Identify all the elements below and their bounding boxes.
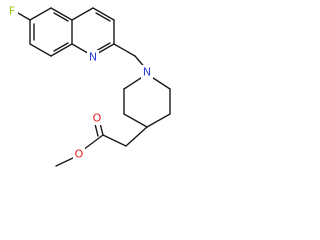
bond [50, 43, 73, 57]
piperidine-ring [123, 73, 171, 128]
benzene-ring [29, 7, 73, 57]
carbonyl-oxygen-label: O [93, 112, 102, 125]
bond [71, 7, 94, 21]
fluorine-atom-label: F [9, 5, 15, 18]
piperidine-nitrogen-label: N [143, 66, 151, 79]
side-chain-bond [102, 134, 127, 147]
bond [123, 113, 148, 128]
label-knockout [91, 111, 103, 125]
bond [146, 113, 171, 128]
bond [50, 7, 73, 21]
double-bond-inner [95, 12, 111, 22]
pyridine-ring [71, 7, 115, 57]
label-knockout [6, 4, 18, 18]
bond [29, 7, 52, 21]
carbonyl-bond [94, 123, 99, 137]
structure-diagram: F N N O O [6, 4, 171, 167]
label-knockout [73, 147, 85, 161]
label-knockout [141, 65, 153, 79]
double-bond-inner [53, 42, 69, 52]
double-bond-inner [95, 42, 111, 52]
methylene-bond [113, 43, 136, 57]
methoxy-bond [55, 156, 76, 167]
label-knockout [87, 50, 99, 64]
bond [92, 7, 115, 21]
quinoline-nitrogen-label: N [89, 51, 97, 64]
fluoro-bond [17, 12, 31, 21]
side-chain-bond [125, 126, 148, 147]
ester-oxygen-label: O [75, 148, 84, 161]
double-bond-inner [53, 12, 69, 22]
bond [29, 43, 52, 57]
molecule-canvas: F N N O O [6, 4, 171, 167]
ester-bond [82, 134, 104, 151]
